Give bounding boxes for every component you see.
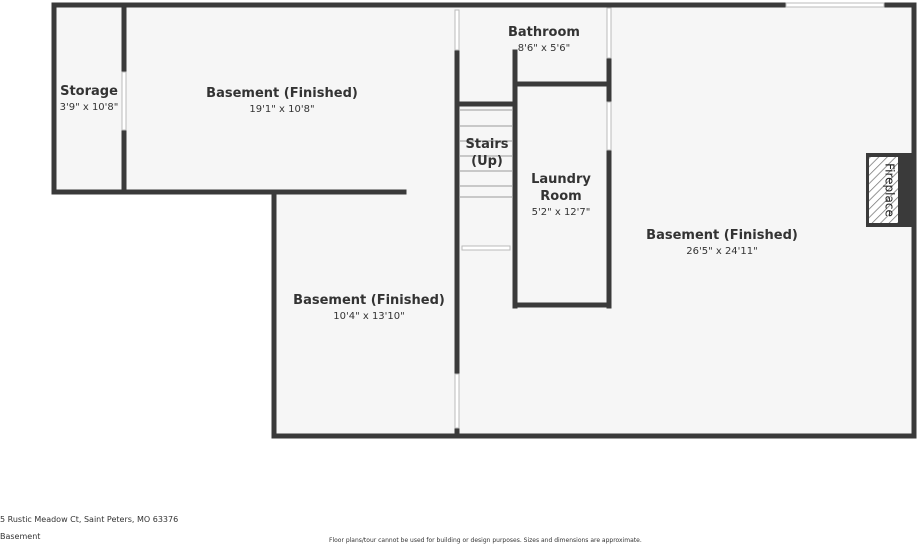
- room-dimensions: 8'6" x 5'6": [518, 43, 570, 54]
- room-label-basement-top: Basement (Finished) 19'1" x 10'8": [206, 86, 358, 115]
- walls: [51, 2, 917, 439]
- room-name: Basement (Finished): [293, 293, 445, 308]
- openings: [121, 2, 885, 429]
- room-name-line2: (Up): [471, 154, 503, 169]
- floor-area: [54, 6, 914, 436]
- room-label-basement-main: Basement (Finished) 26'5" x 24'11": [646, 228, 798, 257]
- room-dimensions: 10'4" x 13'10": [333, 311, 405, 322]
- room-label-storage: Storage 3'9" x 10'8": [60, 84, 119, 113]
- room-name-line1: Laundry: [531, 172, 591, 187]
- room-dimensions: 5'2" x 12'7": [532, 207, 591, 218]
- room-label-stairs: Stairs (Up): [466, 137, 509, 169]
- property-address: 5 Rustic Meadow Ct, Saint Peters, MO 633…: [0, 515, 179, 524]
- room-dimensions: 19'1" x 10'8": [249, 104, 314, 115]
- fireplace: Fireplace: [866, 153, 912, 227]
- room-name: Storage: [60, 84, 118, 99]
- fireplace-label: Fireplace: [883, 163, 897, 217]
- room-dimensions: 3'9" x 10'8": [60, 102, 119, 113]
- floor-level-label: Basement: [0, 532, 41, 541]
- room-name: Basement (Finished): [646, 228, 798, 243]
- room-name-line2: Room: [540, 189, 581, 204]
- room-name: Basement (Finished): [206, 86, 358, 101]
- disclaimer-text: Floor plans/tour cannot be used for buil…: [329, 537, 642, 544]
- room-label-basement-bottom: Basement (Finished) 10'4" x 13'10": [293, 293, 445, 322]
- room-dimensions: 26'5" x 24'11": [686, 246, 758, 257]
- stair-treads: [460, 109, 512, 198]
- room-name: Bathroom: [508, 25, 580, 40]
- room-label-laundry: Laundry Room 5'2" x 12'7": [531, 172, 591, 218]
- room-name-line1: Stairs: [466, 137, 509, 152]
- room-label-bathroom: Bathroom 8'6" x 5'6": [508, 25, 580, 54]
